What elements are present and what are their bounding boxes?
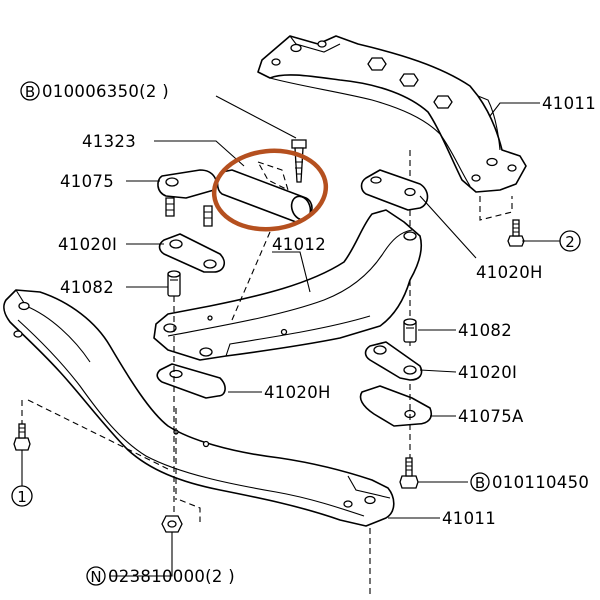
label-41020h-right: 41020H	[476, 263, 543, 282]
ref-circle-1: 1	[11, 485, 33, 507]
label-41011-bottom: 41011	[442, 509, 496, 528]
bracket-41075a	[359, 385, 433, 427]
bushing-41082-right	[403, 318, 417, 343]
callout-b-top: B 010006350(2 )	[20, 81, 169, 101]
callout-b-top-text: 010006350(2 )	[42, 82, 169, 101]
label-41082-right: 41082	[458, 321, 512, 340]
leader-lines	[21, 95, 560, 577]
bolt-right-b	[399, 457, 419, 489]
callout-n-text: 023810000(2 )	[108, 567, 235, 586]
crossmember-top-41011	[257, 35, 527, 193]
callout-b-bottom-text: 010110450	[492, 473, 589, 492]
ref-1-text: 1	[17, 488, 27, 506]
label-41012: 41012	[272, 235, 326, 254]
spacer-41020i-right	[364, 341, 423, 381]
bracket-41012	[153, 209, 423, 361]
nut-bottom-n	[161, 515, 183, 533]
spacer-41020h-lower	[156, 363, 226, 399]
label-41082-left: 41082	[60, 278, 114, 297]
label-41323: 41323	[82, 132, 136, 151]
spacer-41020i-left	[158, 233, 226, 273]
bushing-41082-left	[167, 270, 181, 297]
callout-n-symbol: N	[90, 568, 101, 586]
bolt-right-2	[507, 219, 525, 247]
highlight-ellipse-41323	[211, 148, 329, 232]
part-41323-cylinder	[216, 139, 313, 321]
label-41075a: 41075A	[458, 407, 524, 426]
crossmember-bottom-41011	[3, 289, 395, 527]
spacer-41020h-upper	[360, 169, 429, 211]
label-41020h-lower: 41020H	[264, 383, 331, 402]
bracket-41075	[157, 169, 218, 227]
callout-b-bottom: B 010110450	[470, 472, 589, 492]
bolt-left-1	[13, 423, 31, 451]
callout-n-bottom: N 023810000(2 )	[86, 566, 235, 586]
ref-2-text: 2	[565, 233, 575, 251]
label-41020i-right: 41020I	[458, 363, 517, 382]
label-41011-top: 41011	[542, 94, 596, 113]
callout-b-top-symbol: B	[25, 83, 35, 101]
ref-circle-2: 2	[559, 230, 581, 252]
callout-b-bottom-symbol: B	[475, 474, 485, 492]
label-41020i-left: 41020I	[58, 235, 117, 254]
label-41075: 41075	[60, 172, 114, 191]
